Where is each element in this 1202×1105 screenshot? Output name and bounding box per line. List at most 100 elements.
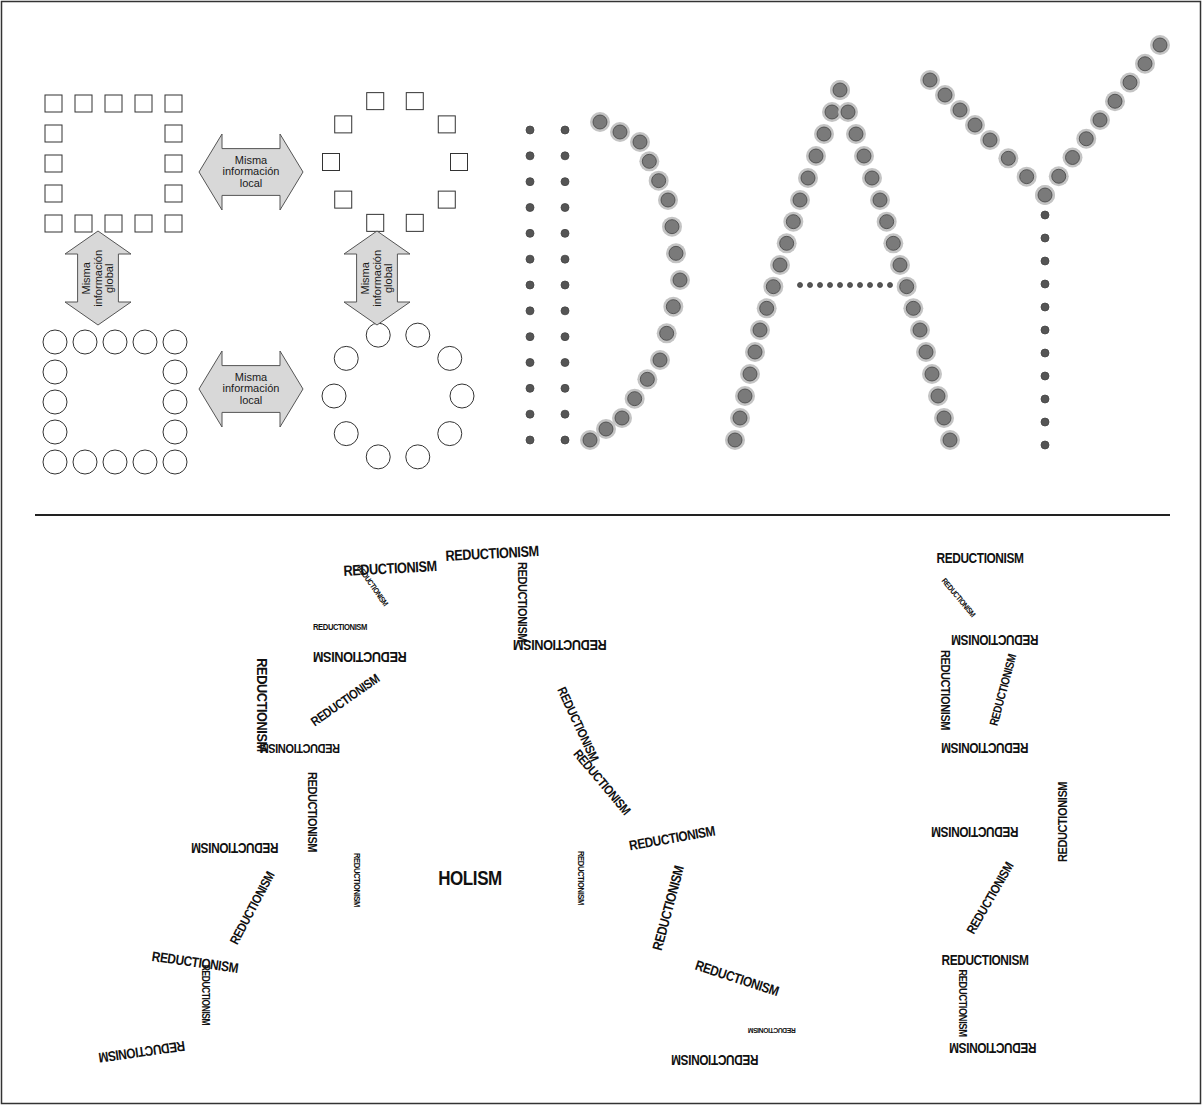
dot [1001, 151, 1015, 165]
dot [1052, 169, 1066, 183]
dot [943, 433, 957, 447]
small-square [75, 95, 92, 112]
dot-halo [910, 320, 930, 340]
arrow-label: Misma información local [214, 155, 288, 190]
small-circle [322, 384, 346, 408]
dot [953, 103, 967, 117]
dot-halo [870, 190, 890, 210]
word-label: REDUCTIONISM [98, 1039, 186, 1065]
word-label: REDUCTIONISM [650, 864, 686, 951]
dot [526, 255, 534, 263]
small-square [367, 214, 384, 231]
dot [561, 152, 569, 160]
dot [793, 193, 807, 207]
small-square [438, 191, 455, 208]
small-circle [163, 390, 187, 414]
dot [633, 135, 647, 149]
small-circle [406, 323, 430, 347]
dot-halo [920, 70, 940, 90]
dot [526, 204, 534, 212]
dot [583, 433, 597, 447]
small-square [45, 125, 62, 142]
dot [983, 133, 997, 147]
dot-halo [1035, 185, 1055, 205]
arrow-text-holder: Misma información local [198, 133, 304, 211]
dot-halo [725, 430, 745, 450]
dot-halo [637, 369, 657, 389]
word-label: REDUCTIONISM [255, 658, 270, 751]
dot [660, 326, 674, 340]
small-square [75, 215, 92, 232]
dot-halo [830, 80, 850, 100]
dot-halo [922, 364, 942, 384]
dot-halo [657, 323, 677, 343]
dot [919, 345, 933, 359]
dot [913, 323, 927, 337]
dot [561, 436, 569, 444]
dot [640, 372, 654, 386]
dot [526, 281, 534, 289]
dot [561, 307, 569, 315]
dot [738, 389, 752, 403]
small-circle [43, 390, 67, 414]
dot [748, 345, 762, 359]
dot [526, 333, 534, 341]
dot [841, 105, 855, 119]
dot-halo [658, 190, 678, 210]
small-square [135, 215, 152, 232]
dot [828, 283, 833, 288]
dot [733, 411, 747, 425]
word-label: REDUCTIONISM [964, 860, 1015, 936]
small-circle [438, 422, 462, 446]
dot-halo [806, 146, 826, 166]
word-label: HOLISM [438, 868, 502, 888]
word-label: REDUCTIONISM [957, 969, 968, 1036]
dot-halo [670, 270, 690, 290]
word-label: REDUCTIONISM [308, 672, 381, 729]
small-square [165, 95, 182, 112]
dot [1041, 303, 1049, 311]
small-square [135, 95, 152, 112]
word-label: REDUCTIONISM [352, 853, 361, 907]
dot-halo [883, 233, 903, 253]
arrow-text-wrap: Misma información local [214, 372, 288, 407]
dot-halo [1063, 148, 1083, 168]
dot [615, 411, 629, 425]
dot-halo [730, 408, 750, 428]
dot [665, 220, 679, 234]
dot [666, 300, 680, 314]
dot-halo [1049, 166, 1069, 186]
dot-halo [663, 297, 683, 317]
word-label: REDUCTIONISM [628, 824, 716, 853]
small-circle [163, 330, 187, 354]
dot [593, 115, 607, 129]
dot-halo [770, 255, 790, 275]
small-square [105, 95, 122, 112]
dot [888, 283, 893, 288]
dot [838, 283, 843, 288]
dot [599, 422, 613, 436]
word-label: REDUCTIONISM [200, 965, 210, 1026]
dot [1041, 418, 1049, 426]
dot-halo [757, 298, 777, 318]
dot [743, 367, 757, 381]
dot [1041, 234, 1049, 242]
small-circle [133, 450, 157, 474]
double-arrow: Misma información global [64, 230, 132, 326]
small-circle [73, 330, 97, 354]
dot [1038, 188, 1052, 202]
small-square [323, 154, 340, 171]
dot [526, 410, 534, 418]
dot-halo [830, 80, 850, 100]
small-circle [133, 330, 157, 354]
dot [561, 333, 569, 341]
dot-halo [998, 148, 1018, 168]
square-circle-arrangements [43, 93, 474, 474]
dot [809, 149, 823, 163]
word-label: REDUCTIONISM [260, 742, 340, 755]
dot [673, 273, 687, 287]
dot [1041, 211, 1049, 219]
dot-halo [928, 386, 948, 406]
small-square [45, 185, 62, 202]
